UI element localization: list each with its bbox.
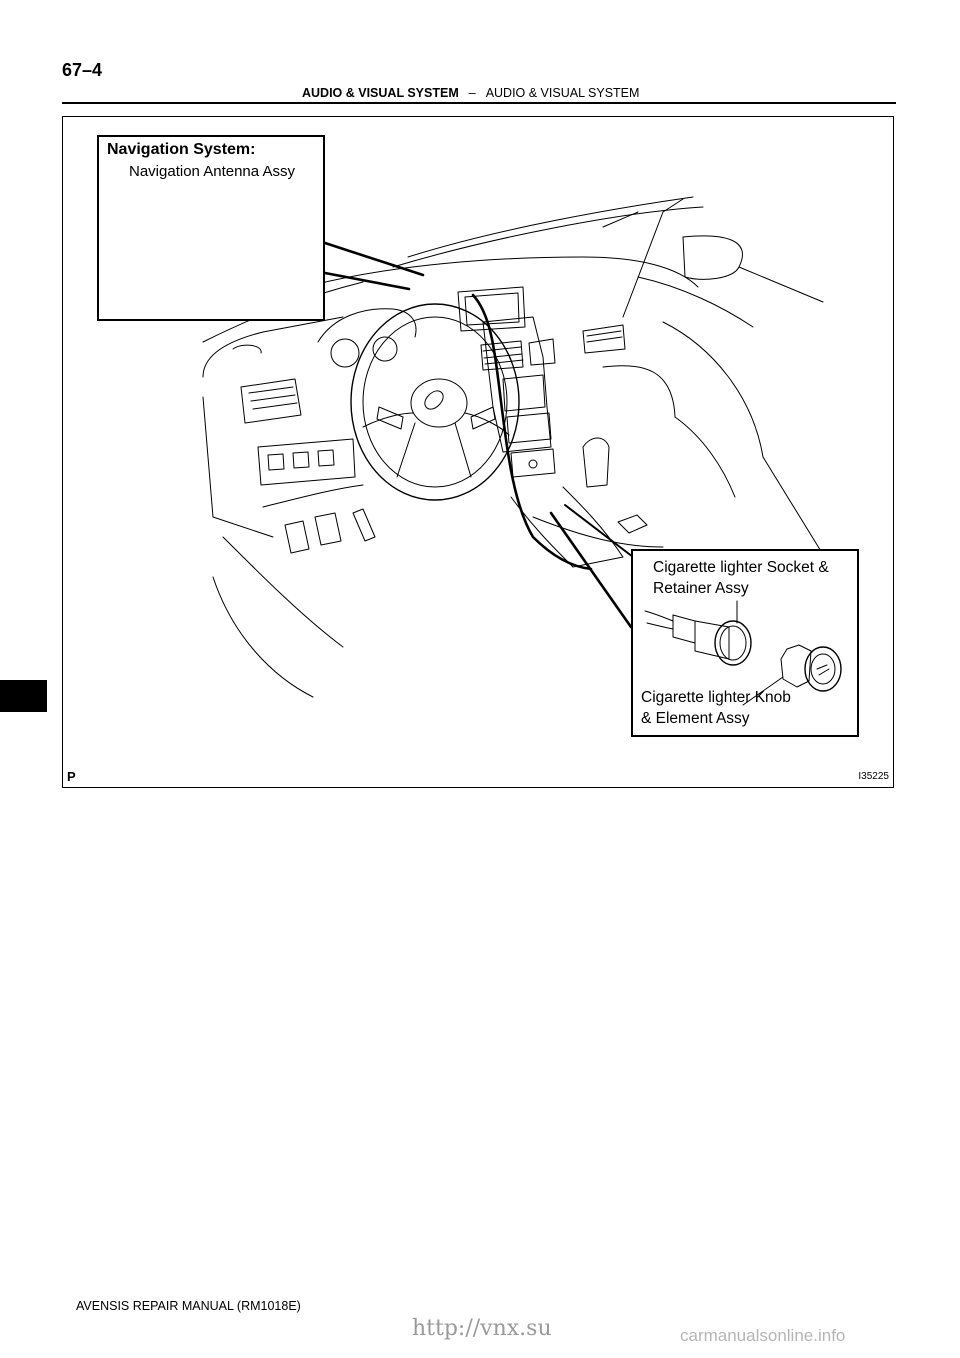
center-air-vent — [480, 340, 524, 371]
lighter-knob — [780, 644, 812, 688]
socket-label-line1: Cigarette lighter Socket & — [653, 559, 829, 576]
figure-frame: Navigation System: Navigation Antenna As… — [62, 116, 894, 788]
navigation-display — [457, 286, 526, 332]
socket-label-line2: Retainer Assy — [653, 580, 749, 597]
navigation-antenna-label: Navigation Antenna Assy — [129, 163, 295, 180]
brake-pedal — [314, 512, 342, 546]
page-header: AUDIO & VISUAL SYSTEM–AUDIO & VISUAL SYS… — [62, 86, 896, 104]
knob-label-line1: Cigarette lighter Knob — [641, 689, 791, 706]
header-separator: – — [468, 86, 476, 100]
brand-emblem — [424, 390, 444, 410]
cigarette-lighter-callout-box: Cigarette lighter Socket & Retainer Assy… — [631, 549, 859, 737]
gear-lever — [582, 437, 610, 488]
accelerator-pedal — [352, 508, 376, 542]
navigation-callout-box: Navigation System: Navigation Antenna As… — [97, 135, 325, 321]
side-mirror — [682, 235, 743, 280]
knob-label-line2: & Element Assy — [641, 710, 750, 727]
left-air-vent — [240, 378, 302, 424]
passenger-vent — [582, 324, 626, 354]
section-title: AUDIO & VISUAL SYSTEM — [302, 86, 459, 100]
figure-corner-mark: P — [67, 769, 76, 784]
navigation-system-label: Navigation System: — [107, 141, 256, 158]
parking-brake — [617, 514, 648, 534]
steering-wheel — [350, 303, 520, 501]
watermark-text: carmanualsonline.info — [680, 1326, 846, 1345]
figure-code: I35225 — [858, 771, 889, 782]
page-number: 67–4 — [62, 60, 103, 80]
clutch-pedal — [284, 520, 310, 554]
source-url-link[interactable]: http://vnx.su — [412, 1316, 552, 1341]
socket-connector — [672, 614, 696, 644]
header-text: AUDIO & VISUAL SYSTEM–AUDIO & VISUAL SYS… — [302, 86, 639, 100]
subsection-title: AUDIO & VISUAL SYSTEM — [485, 86, 640, 100]
lighter-socket-area — [510, 448, 556, 478]
lighter-socket — [714, 620, 752, 666]
manual-title: AVENSIS REPAIR MANUAL (RM1018E) — [76, 1299, 301, 1313]
section-tab-marker — [0, 680, 47, 712]
cigarette-lighter-drawing — [644, 600, 842, 706]
